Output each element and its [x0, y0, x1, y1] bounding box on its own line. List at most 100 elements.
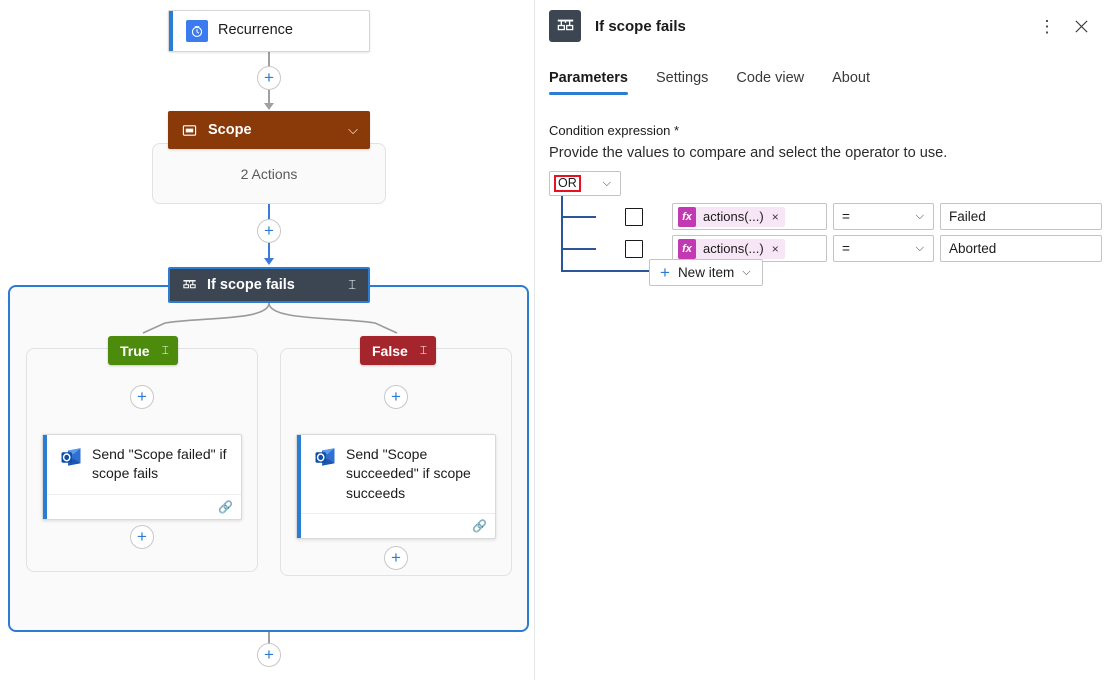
node-accent-bar [169, 11, 173, 51]
node-recurrence[interactable]: Recurrence [168, 10, 370, 52]
fx-icon: fx [678, 206, 696, 227]
tree-branch-line [561, 248, 596, 250]
field-label: Condition expression * [549, 123, 680, 138]
connector-arrow [264, 103, 274, 110]
chevron-down-icon[interactable]: ⌵ [348, 122, 358, 137]
outlook-icon [313, 445, 337, 503]
chevron-down-icon: ⌵ [915, 242, 924, 254]
group-operator-value: OR [554, 175, 581, 192]
action-card-send-scope-failed[interactable]: Send "Scope failed" if scope fails 🔗 [42, 434, 242, 520]
node-scope[interactable]: Scope ⌵ [168, 111, 370, 149]
token-label: actions(...) [703, 209, 764, 224]
add-step-button-bottom[interactable]: + [257, 643, 281, 667]
tree-branch-line [561, 216, 596, 218]
chevron-up-icon[interactable]: ⌶ [419, 343, 428, 357]
card-footer: 🔗 [297, 512, 495, 538]
plus-icon: + [264, 644, 274, 664]
row-checkbox[interactable] [625, 239, 643, 258]
card-accent-bar [297, 435, 301, 538]
operator-select[interactable]: = ⌵ [833, 235, 934, 262]
new-item-button[interactable]: + New item ⌵ [649, 259, 763, 286]
operator-select[interactable]: = ⌵ [833, 203, 934, 230]
scope-group-container: 2 Actions [152, 143, 386, 204]
action-card-send-scope-succeeded[interactable]: Send "Scope succeeded" if scope succeeds… [296, 434, 496, 539]
plus-icon: + [660, 263, 670, 282]
branch-label: False [372, 342, 408, 359]
right-operand-field[interactable]: Aborted [940, 235, 1102, 262]
branch-pill-false[interactable]: False ⌶ [360, 336, 437, 365]
chevron-up-icon[interactable]: ⌶ [348, 277, 356, 292]
left-operand-field[interactable]: fx actions(...) × [672, 235, 827, 262]
operator-value: = [842, 241, 850, 256]
connector-line [268, 204, 270, 220]
chevron-up-icon[interactable]: ⌶ [161, 343, 169, 357]
link-icon[interactable]: 🔗 [472, 518, 487, 533]
token-label: actions(...) [703, 241, 764, 256]
connector-line [268, 90, 270, 104]
connector-line [268, 243, 270, 259]
expression-token[interactable]: fx actions(...) × [678, 238, 785, 259]
expression-token[interactable]: fx actions(...) × [678, 206, 785, 227]
node-label: If scope fails [207, 277, 295, 293]
close-icon[interactable] [1066, 11, 1096, 41]
add-action-button-true-2[interactable]: + [130, 525, 154, 549]
left-operand-field[interactable]: fx actions(...) × [672, 203, 827, 230]
clock-icon [186, 20, 208, 42]
condition-builder: OR ⌵ fx actions(...) × [549, 171, 1110, 301]
panel-header: If scope fails ⋮ [536, 0, 1110, 52]
node-if-scope-fails[interactable]: If scope fails ⌶ [168, 267, 370, 303]
add-step-button-1[interactable]: + [257, 66, 281, 90]
condition-row: fx actions(...) × = ⌵ Failed … [625, 203, 1110, 230]
chevron-down-icon[interactable]: ⌵ [742, 266, 751, 278]
plus-icon: + [391, 547, 401, 567]
add-action-button-false-2[interactable]: + [384, 546, 408, 570]
chevron-down-icon: ⌵ [602, 177, 611, 189]
tree-vertical-line [561, 196, 563, 270]
branch-pill-true[interactable]: True ⌶ [108, 336, 178, 365]
fx-icon: fx [678, 238, 696, 259]
scope-actions-count: 2 Actions [240, 166, 298, 182]
right-operand-field[interactable]: Failed [940, 203, 1102, 230]
workflow-canvas[interactable]: Recurrence + 2 Actions Scope ⌵ + [0, 0, 535, 680]
branch-label: True [120, 342, 150, 359]
plus-icon: + [391, 386, 401, 406]
field-description: Provide the values to compare and select… [549, 145, 948, 161]
chevron-down-icon: ⌵ [915, 210, 924, 222]
plus-icon: + [137, 526, 147, 546]
connector-line [268, 52, 270, 68]
tree-branch-line [561, 270, 649, 272]
add-action-button-true-1[interactable]: + [130, 385, 154, 409]
card-title: Send "Scope succeeded" if scope succeeds [346, 446, 471, 501]
group-operator-select[interactable]: OR ⌵ [549, 171, 621, 196]
condition-icon [182, 278, 197, 293]
plus-icon: + [264, 220, 274, 240]
details-panel: If scope fails ⋮ Parameters Settings Cod… [536, 0, 1110, 680]
value-text: Failed [949, 209, 986, 224]
tab-settings[interactable]: Settings [656, 70, 709, 86]
plus-icon: + [137, 386, 147, 406]
tab-parameters[interactable]: Parameters [549, 70, 642, 95]
condition-row: fx actions(...) × = ⌵ Aborted … [625, 235, 1110, 262]
node-label: Recurrence [218, 22, 293, 39]
connector-arrow [264, 258, 274, 265]
tab-about[interactable]: About [832, 70, 871, 86]
value-text: Aborted [949, 241, 997, 256]
operator-value: = [842, 209, 850, 224]
add-step-button-2[interactable]: + [257, 219, 281, 243]
link-icon[interactable]: 🔗 [218, 499, 233, 514]
tab-code-view[interactable]: Code view [736, 70, 805, 86]
token-remove-icon[interactable]: × [771, 209, 779, 224]
card-footer: 🔗 [43, 493, 241, 519]
kebab-menu-icon[interactable]: ⋮ [1038, 16, 1056, 36]
row-checkbox[interactable] [625, 207, 643, 226]
panel-tabs[interactable]: Parameters Settings Code view About [536, 61, 1110, 95]
scope-icon [181, 122, 197, 138]
condition-expression-field: Condition expression * Provide the value… [536, 95, 1110, 301]
branch-connectors [142, 302, 398, 334]
add-action-button-false-1[interactable]: + [384, 385, 408, 409]
outlook-icon [59, 445, 83, 484]
panel-title: If scope fails [595, 17, 686, 35]
card-accent-bar [43, 435, 47, 519]
token-remove-icon[interactable]: × [771, 241, 779, 256]
